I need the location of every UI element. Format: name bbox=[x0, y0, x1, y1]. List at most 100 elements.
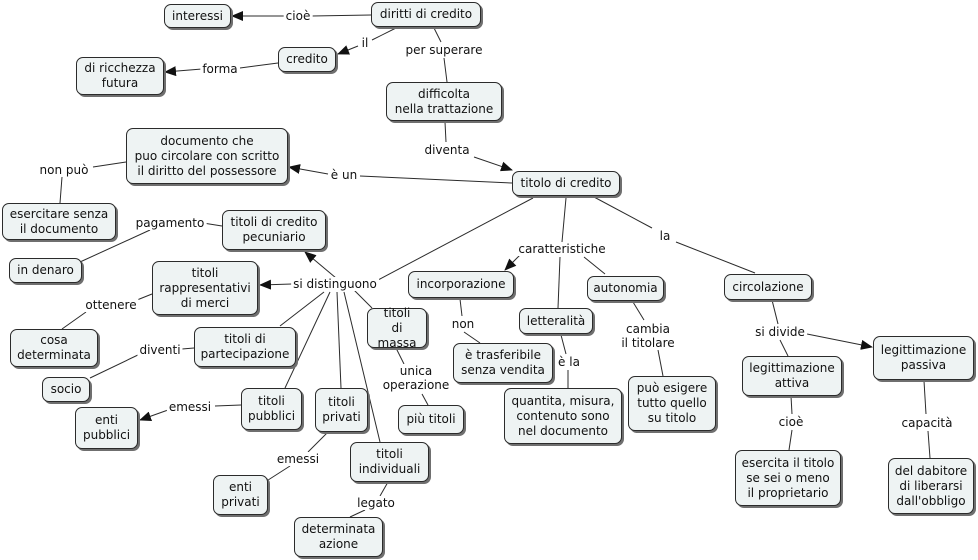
node-ricchezza-futura: di ricchezza futura bbox=[76, 57, 164, 95]
edge-sidistinguono-pubblici bbox=[284, 291, 331, 389]
node-enti-pubblici: enti pubblici bbox=[75, 407, 138, 449]
node-diritti-di-credito: diritti di credito bbox=[371, 2, 481, 27]
edge-merci-ottenere bbox=[136, 293, 153, 301]
edge-sidivide-passiva bbox=[806, 333, 873, 350]
node-incorporazione: incorporazione bbox=[408, 271, 514, 298]
edge-ottenere-cosa bbox=[61, 311, 87, 330]
node-titolo-di-credito: titolo di credito bbox=[512, 171, 620, 196]
edge-eun-documento bbox=[288, 164, 329, 175]
node-credito: credito bbox=[278, 47, 336, 72]
edge-passiva-capacita bbox=[923, 380, 927, 415]
link-label-non-puo: non può bbox=[37, 163, 91, 177]
edge-caratteristiche-incorporazione bbox=[504, 254, 521, 271]
edge-sidistinguono-massa bbox=[353, 289, 373, 309]
link-label-cioe-bottom: cioè bbox=[776, 415, 806, 429]
node-quantita: quantita, misura, contenuto sono nel doc… bbox=[504, 388, 622, 444]
node-trasferibile: è trasferibile senza vendita bbox=[453, 343, 553, 383]
edge-circolazione-sidivide bbox=[771, 299, 779, 325]
edge-persuperare-difficolta bbox=[443, 57, 448, 83]
edge-sidistinguono-partecipazione bbox=[279, 291, 325, 327]
edge-forma-ricchezza bbox=[164, 66, 203, 77]
edge-documento-nonpuo bbox=[92, 161, 127, 168]
edge-titolo-la bbox=[593, 196, 653, 229]
edge-caratteristiche-letteralita bbox=[557, 256, 561, 309]
edge-la-circolazione bbox=[675, 241, 756, 274]
node-documento: documento che puo circolare con scritto … bbox=[126, 128, 288, 184]
node-in-denaro: in denaro bbox=[9, 258, 82, 283]
node-socio: socio bbox=[42, 377, 90, 402]
edge-emessi-entipubblici bbox=[139, 409, 169, 422]
edge-diritti-il bbox=[371, 27, 397, 41]
edge-il-credito bbox=[337, 45, 359, 55]
edge-sidivide-attiva bbox=[779, 339, 789, 357]
edge-cambia-esigere bbox=[657, 349, 664, 377]
link-label-per-superare: per superare bbox=[403, 43, 485, 57]
node-titoli-pubblici: titoli pubblici bbox=[241, 388, 302, 430]
link-label-capacita: capacità bbox=[899, 416, 955, 430]
edge-sidistinguono-pecuniario bbox=[304, 251, 337, 279]
node-legittimazione-attiva: legittimazione attiva bbox=[742, 356, 842, 396]
node-titoli-merci: titoli rappresentativi di merci bbox=[152, 261, 258, 315]
link-label-emessi-privati: emessi bbox=[274, 452, 322, 466]
edge-titolo-eun bbox=[359, 175, 513, 184]
node-esigere: può esigere tutto quello su titolo bbox=[628, 376, 716, 431]
edge-sidistinguono-merci bbox=[259, 279, 293, 290]
edge-caratteristiche-autonomia bbox=[583, 256, 606, 275]
link-label-il: il bbox=[359, 36, 371, 50]
link-label-diventa: diventa bbox=[422, 143, 472, 157]
node-esercitare: esercitare senza il documento bbox=[2, 203, 116, 240]
node-piu-titoli: più titoli bbox=[398, 405, 464, 434]
link-label-cambia-titolare: cambia il titolare bbox=[619, 322, 677, 350]
node-titoli-privati: titoli privati bbox=[315, 388, 368, 432]
edge-sidistinguono-privati bbox=[336, 291, 342, 389]
node-legittimazione-passiva: legittimazione passiva bbox=[873, 336, 974, 380]
edge-difficolta-diventa bbox=[444, 121, 447, 143]
link-label-cioe-top: cioè bbox=[283, 9, 313, 23]
edge-socio-diventi bbox=[89, 353, 141, 379]
node-titoli-partecipazione: titoli di partecipazione bbox=[194, 327, 296, 367]
node-titoli-pecuniario: titoli di credito pecuniario bbox=[222, 210, 326, 250]
edge-titolo-caratteristiche bbox=[561, 197, 567, 243]
link-label-si-divide: si divide bbox=[753, 325, 807, 339]
link-label-legato: legato bbox=[355, 496, 397, 510]
link-label-unica-operazione: unica operazione bbox=[380, 364, 452, 392]
edge-legato-azione bbox=[349, 509, 366, 518]
node-esercita-titolo: esercita il titolo se sei o meno il prop… bbox=[735, 450, 841, 506]
link-label-pagamento: pagamento bbox=[133, 216, 207, 230]
edge-titolo-sidistinguono bbox=[377, 197, 534, 281]
link-label-ottenere: ottenere bbox=[83, 298, 139, 312]
node-titoli-di-massa: titoli di massa bbox=[367, 306, 427, 350]
edge-incorporazione-non bbox=[459, 298, 463, 317]
edge-credito-forma bbox=[239, 62, 279, 69]
edge-diritti-persuperare bbox=[433, 27, 442, 43]
edge-sidistinguono-individuali bbox=[343, 291, 381, 443]
link-label-emessi-pubblici: emessi bbox=[166, 400, 214, 414]
edge-indenaro-pagamento bbox=[79, 229, 151, 263]
edge-individuali-legato bbox=[379, 481, 389, 497]
edge-privati-emessi bbox=[307, 431, 329, 453]
link-label-e-la: è la bbox=[556, 355, 582, 369]
edge-letteralita-ela bbox=[560, 334, 567, 355]
node-interessi: interessi bbox=[164, 4, 231, 28]
edge-pubblici-emessi bbox=[214, 404, 242, 407]
node-difficolta: difficolta nella trattazione bbox=[386, 82, 502, 121]
link-label-diventi: diventi bbox=[137, 343, 183, 357]
edge-operazione-piutitoli bbox=[421, 393, 429, 406]
node-letteralita: letteralità bbox=[519, 308, 593, 334]
edge-emessi-entiprivati bbox=[264, 465, 291, 483]
edge-non-trasferibile bbox=[463, 331, 481, 344]
node-circolazione: circolazione bbox=[724, 274, 812, 300]
link-label-la: la bbox=[657, 229, 673, 243]
node-cosa-determinata: cosa determinata bbox=[10, 329, 98, 367]
edge-cioe-esercita bbox=[788, 429, 793, 451]
link-label-caratteristiche: caratteristiche bbox=[516, 242, 608, 256]
edge-massa-operazione bbox=[395, 347, 405, 365]
node-titoli-individuali: titoli individuali bbox=[350, 442, 429, 482]
edge-autonomia-cambia bbox=[632, 301, 645, 321]
link-label-si-distinguono: si distinguono bbox=[291, 277, 379, 291]
edge-capacita-dabitore bbox=[927, 430, 931, 459]
node-autonomia: autonomia bbox=[587, 276, 664, 301]
node-dabitore: del dabitore di liberarsi dall'obbligo bbox=[888, 458, 974, 514]
